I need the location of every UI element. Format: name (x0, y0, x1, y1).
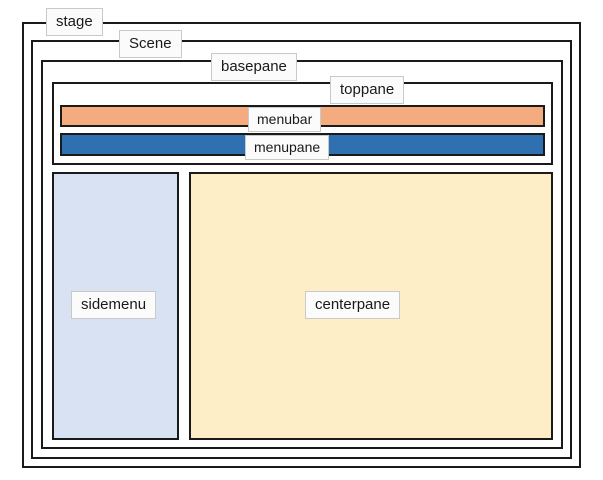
basepane-label: basepane (211, 53, 297, 81)
toppane-label: toppane (330, 76, 405, 104)
menubar-label: menubar (248, 107, 322, 132)
scene-label: Scene (119, 30, 182, 58)
sidemenu-label: sidemenu (71, 291, 157, 319)
toppane-frame (52, 82, 553, 165)
basepane-frame (41, 60, 563, 449)
scene-frame (31, 40, 572, 459)
centerpane-label: centerpane (305, 291, 401, 319)
stage-frame (22, 22, 581, 468)
menupane-label: menupane (245, 135, 330, 160)
stage-label: stage (46, 8, 103, 36)
